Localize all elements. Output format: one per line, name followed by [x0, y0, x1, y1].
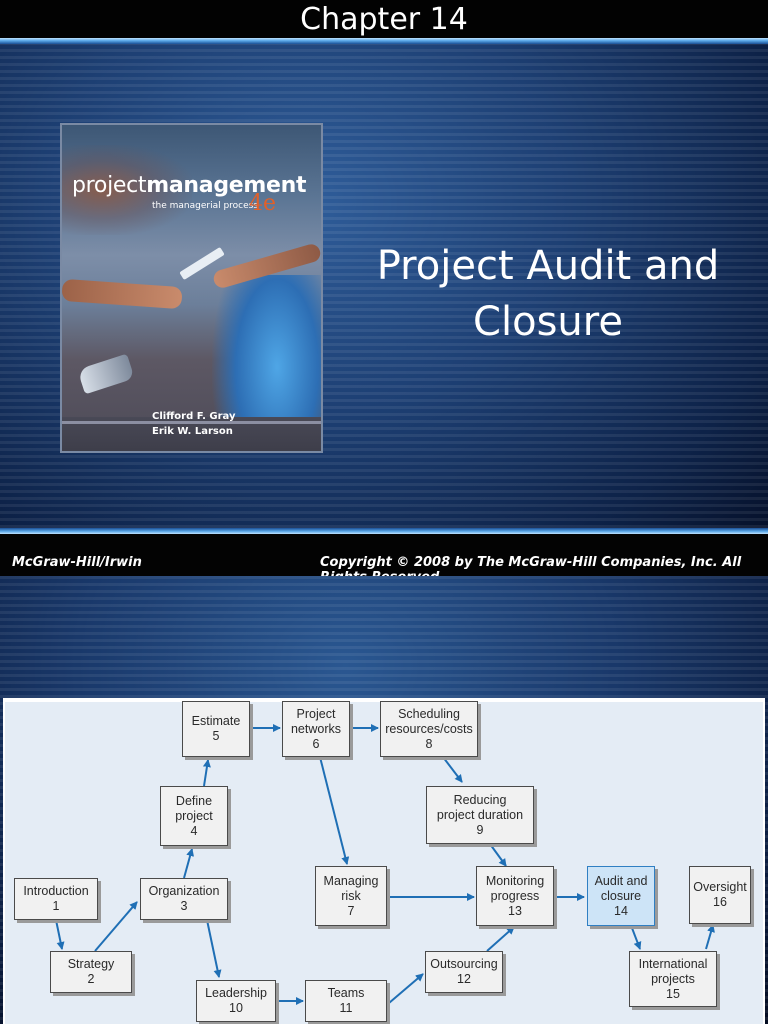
node-number: 11 — [339, 1001, 353, 1015]
cover-title-bold: management — [146, 173, 307, 198]
node-label: project duration — [436, 807, 524, 822]
flow-node-reducing-duration: Reducing project duration 9 — [426, 786, 534, 844]
node-label: Leadership — [205, 986, 267, 1000]
node-label: project — [175, 808, 213, 823]
flow-node-leadership: Leadership 10 — [196, 980, 276, 1022]
flow-node-estimate: Estimate 5 — [182, 701, 250, 757]
node-number: 15 — [666, 986, 680, 1001]
flow-node-oversight: Oversight 16 — [689, 866, 751, 924]
cover-arm-left — [62, 278, 183, 310]
title-slide: Chapter 14 projectmanagement the manager… — [0, 0, 768, 576]
flow-node-scheduling: Scheduling resources/costs 8 — [380, 701, 478, 757]
node-number: 1 — [52, 899, 60, 913]
cover-author-1: Clifford F. Gray — [152, 411, 236, 422]
node-number: 3 — [180, 899, 188, 913]
node-label: resources/costs — [385, 721, 473, 736]
node-number: 13 — [508, 903, 522, 918]
node-label: Strategy — [67, 957, 115, 971]
node-number: 9 — [476, 822, 484, 837]
node-number: 2 — [87, 972, 95, 986]
node-label: Audit and — [594, 873, 648, 888]
node-number: 5 — [212, 729, 220, 743]
flow-node-monitoring-progress: Monitoring progress 13 — [476, 866, 554, 926]
node-label: International — [638, 956, 708, 971]
flow-node-teams: Teams 11 — [305, 980, 387, 1022]
flow-node-international-projects: International projects 15 — [629, 951, 717, 1007]
node-label: Estimate — [191, 714, 241, 728]
cover-subtitle: the managerial process — [152, 201, 259, 211]
flow-node-organization: Organization 3 — [140, 878, 228, 920]
cover-runner-head — [62, 145, 192, 235]
cover-title: projectmanagement — [72, 173, 307, 198]
node-number: 14 — [614, 903, 628, 918]
flow-node-strategy: Strategy 2 — [50, 951, 132, 993]
cover-shoe — [77, 353, 135, 395]
node-number: 16 — [713, 895, 727, 909]
footer-bar: McGraw-Hill/Irwin Copyright © 2008 by Th… — [0, 534, 768, 576]
cover-title-light: project — [72, 173, 147, 198]
flow-node-introduction: Introduction 1 — [14, 878, 98, 920]
flow-node-managing-risk: Managing risk 7 — [315, 866, 387, 926]
flow-node-audit-closure: Audit and closure 14 — [587, 866, 655, 926]
slide-headline: Project Audit and Closure — [376, 243, 720, 345]
node-label: Monitoring — [485, 873, 545, 888]
flow-node-outsourcing: Outsourcing 12 — [425, 951, 503, 993]
node-label: risk — [341, 888, 361, 903]
node-label: closure — [600, 888, 642, 903]
node-label: Introduction — [23, 884, 89, 898]
cover-author-2: Erik W. Larson — [152, 426, 233, 437]
node-number: 8 — [425, 736, 433, 751]
footer-copyright: Copyright © 2008 by The McGraw-Hill Comp… — [320, 555, 742, 576]
cover-track-line — [62, 421, 321, 424]
node-number: 12 — [457, 972, 471, 986]
book-cover-image: projectmanagement the managerial process… — [60, 123, 323, 453]
node-label: progress — [490, 888, 540, 903]
node-label: Teams — [327, 986, 365, 1000]
top-rule — [0, 38, 768, 44]
node-label: Outsourcing — [430, 957, 498, 971]
node-label: Organization — [148, 884, 220, 898]
flow-node-project-networks: Project networks 6 — [282, 701, 350, 757]
node-label: networks — [290, 721, 342, 736]
node-number: 7 — [347, 903, 355, 918]
flow-node-define-project: Define project 4 — [160, 786, 228, 846]
bottom-rule — [0, 528, 768, 534]
node-label: Project — [296, 706, 336, 721]
node-label: Oversight — [693, 880, 747, 894]
node-label: projects — [651, 971, 695, 986]
node-number: 10 — [229, 1001, 243, 1015]
node-label: Managing — [323, 873, 379, 888]
title-bar: Chapter 14 — [0, 0, 768, 38]
node-number: 4 — [190, 823, 198, 838]
node-number: 6 — [312, 736, 320, 751]
node-label: Scheduling — [398, 706, 460, 721]
node-label: Define — [175, 793, 213, 808]
footer-publisher: McGraw-Hill/Irwin — [12, 555, 142, 570]
node-label: Reducing — [453, 792, 507, 807]
cover-edition: 4e — [249, 191, 277, 216]
chapter-title: Chapter 14 — [300, 2, 468, 37]
